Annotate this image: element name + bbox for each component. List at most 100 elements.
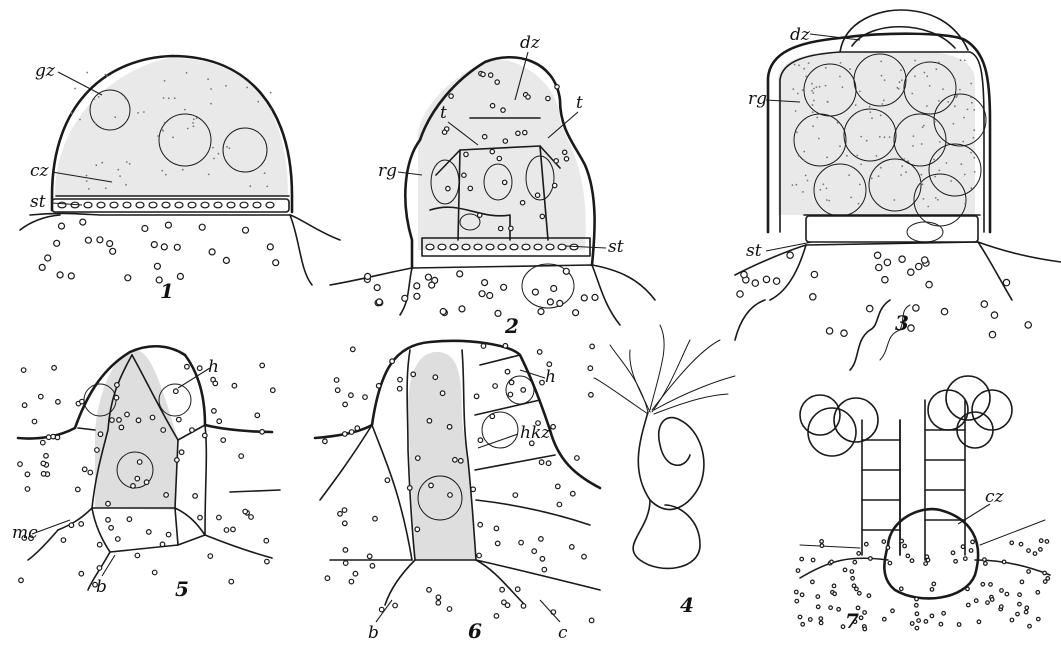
- chloroplast: [971, 540, 975, 544]
- chloroplast: [343, 521, 348, 526]
- chloroplast: [915, 604, 919, 608]
- chloroplast: [592, 294, 598, 300]
- chloroplast: [903, 544, 907, 548]
- chloroplast: [115, 383, 120, 388]
- chloroplast: [135, 476, 140, 481]
- chloroplast: [243, 509, 248, 514]
- stipple: [884, 79, 886, 81]
- chloroplast: [342, 508, 347, 513]
- chloroplast: [214, 202, 222, 208]
- stipple: [795, 184, 797, 186]
- stipple: [959, 89, 961, 91]
- chloroplast: [351, 347, 356, 352]
- chloroplast: [402, 295, 408, 301]
- chloroplast: [76, 487, 81, 492]
- chloroplast: [474, 244, 482, 250]
- chloroplast: [203, 433, 208, 438]
- stipple: [973, 109, 975, 111]
- chloroplast: [571, 491, 576, 496]
- stipple: [797, 93, 799, 95]
- chloroplast: [539, 537, 544, 542]
- stipple: [860, 164, 862, 166]
- figure-2: dz t t rg st 2: [330, 33, 655, 338]
- chloroplast: [546, 244, 554, 250]
- chloroplast: [85, 237, 91, 243]
- stipple: [818, 138, 820, 140]
- chloroplast: [916, 263, 922, 269]
- stipple: [257, 101, 259, 103]
- chloroplast: [109, 526, 114, 531]
- chloroplast: [486, 244, 494, 250]
- fig1-label-gz: gz: [35, 61, 56, 81]
- stipple: [105, 74, 107, 76]
- stipple: [213, 158, 215, 160]
- chloroplast: [462, 244, 470, 250]
- chloroplast: [82, 467, 87, 472]
- chloroplast: [144, 480, 149, 485]
- chloroplast: [555, 85, 559, 89]
- chloroplast: [563, 268, 569, 274]
- chloroplast: [376, 299, 382, 305]
- chloroplast: [886, 546, 890, 550]
- chloroplast: [811, 271, 817, 277]
- chloroplast: [538, 309, 544, 315]
- chloroplast: [231, 527, 236, 532]
- stipple: [860, 136, 862, 138]
- chloroplast: [1043, 580, 1047, 584]
- chloroplast: [1000, 589, 1004, 593]
- chloroplast: [98, 432, 103, 437]
- chloroplast: [260, 363, 265, 368]
- chloroplast: [79, 571, 84, 576]
- stipple: [811, 83, 813, 85]
- chloroplast: [535, 193, 539, 197]
- chloroplast: [190, 428, 195, 433]
- chloroplast: [573, 310, 579, 316]
- chloroplast: [142, 226, 148, 232]
- chloroplast: [888, 561, 892, 565]
- chloroplast: [913, 305, 919, 311]
- stipple: [249, 185, 251, 187]
- chloroplast: [1010, 618, 1014, 622]
- chloroplast: [335, 388, 340, 393]
- chloroplast: [546, 461, 551, 466]
- stipple: [842, 86, 844, 88]
- stipple: [807, 180, 809, 182]
- chloroplast: [1039, 539, 1043, 543]
- chloroplast: [57, 272, 63, 278]
- chloroplast: [811, 580, 815, 584]
- chloroplast: [177, 417, 182, 422]
- chloroplast: [474, 394, 479, 399]
- chloroplast: [981, 301, 987, 307]
- stipple: [808, 62, 810, 64]
- stipple: [95, 164, 97, 166]
- stipple: [174, 97, 176, 99]
- chloroplast: [1043, 571, 1047, 575]
- chloroplast: [796, 569, 800, 573]
- chloroplast: [546, 96, 550, 100]
- stipple: [883, 100, 885, 102]
- stipple: [182, 169, 184, 171]
- chloroplast: [80, 399, 85, 404]
- chloroplast: [957, 623, 961, 627]
- chloroplast: [503, 139, 507, 143]
- chloroplast: [97, 237, 103, 243]
- chloroplast: [136, 202, 144, 208]
- chloroplast: [152, 570, 157, 575]
- chloroplast: [217, 419, 222, 424]
- chloroplast: [39, 264, 45, 270]
- stipple: [955, 96, 957, 98]
- chloroplast: [554, 159, 558, 163]
- chloroplast: [198, 515, 203, 520]
- figure-3: dz rg st 3: [735, 10, 1061, 340]
- chloroplast: [516, 131, 520, 135]
- stipple: [798, 155, 800, 157]
- chloroplast: [110, 248, 116, 254]
- chloroplast: [1010, 541, 1014, 545]
- chloroplast: [177, 273, 183, 279]
- stipple: [899, 81, 901, 83]
- stipple: [840, 62, 842, 64]
- stipple: [165, 174, 167, 176]
- chloroplast: [800, 557, 804, 561]
- stipple: [839, 145, 841, 147]
- chloroplast: [737, 291, 743, 297]
